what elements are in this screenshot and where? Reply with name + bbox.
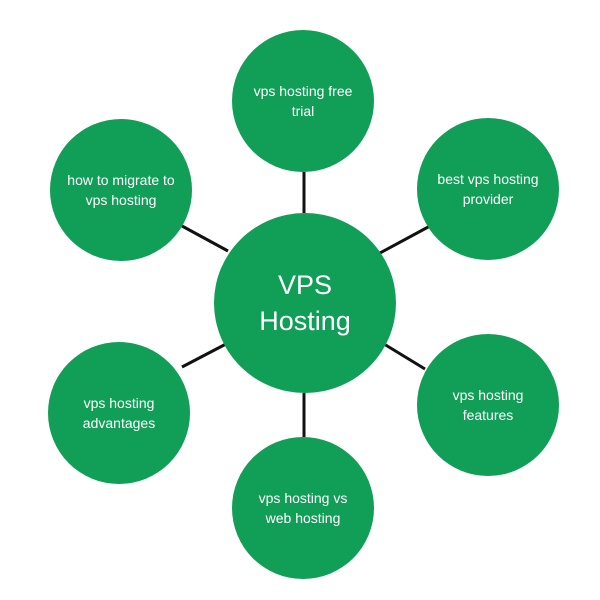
node-top-right-label: best vps hosting provider (437, 171, 539, 207)
node-bottom-left-label: vps hosting advantages (82, 395, 156, 431)
node-top: vps hosting free trial (232, 30, 374, 172)
node-bottom-left: vps hosting advantages (48, 342, 190, 484)
node-top-right: best vps hosting provider (417, 118, 559, 260)
node-top-left: how to migrate to vps hosting (50, 119, 192, 261)
node-top-left-label: how to migrate to vps hosting (67, 172, 175, 208)
connector-bottom-left (181, 342, 227, 369)
node-bottom-right: vps hosting features (417, 334, 559, 476)
connector-bottom-right (383, 342, 426, 371)
node-bottom-label: vps hosting vs web hosting (258, 490, 348, 526)
center-node-label: VPS Hosting (259, 270, 351, 336)
center-node: VPS Hosting (214, 213, 396, 393)
node-bottom-right-label: vps hosting features (452, 387, 524, 423)
connector-top-right (379, 224, 431, 255)
connector-top-left (181, 224, 229, 253)
node-top-label: vps hosting free trial (253, 83, 353, 119)
node-bottom: vps hosting vs web hosting (232, 437, 374, 579)
